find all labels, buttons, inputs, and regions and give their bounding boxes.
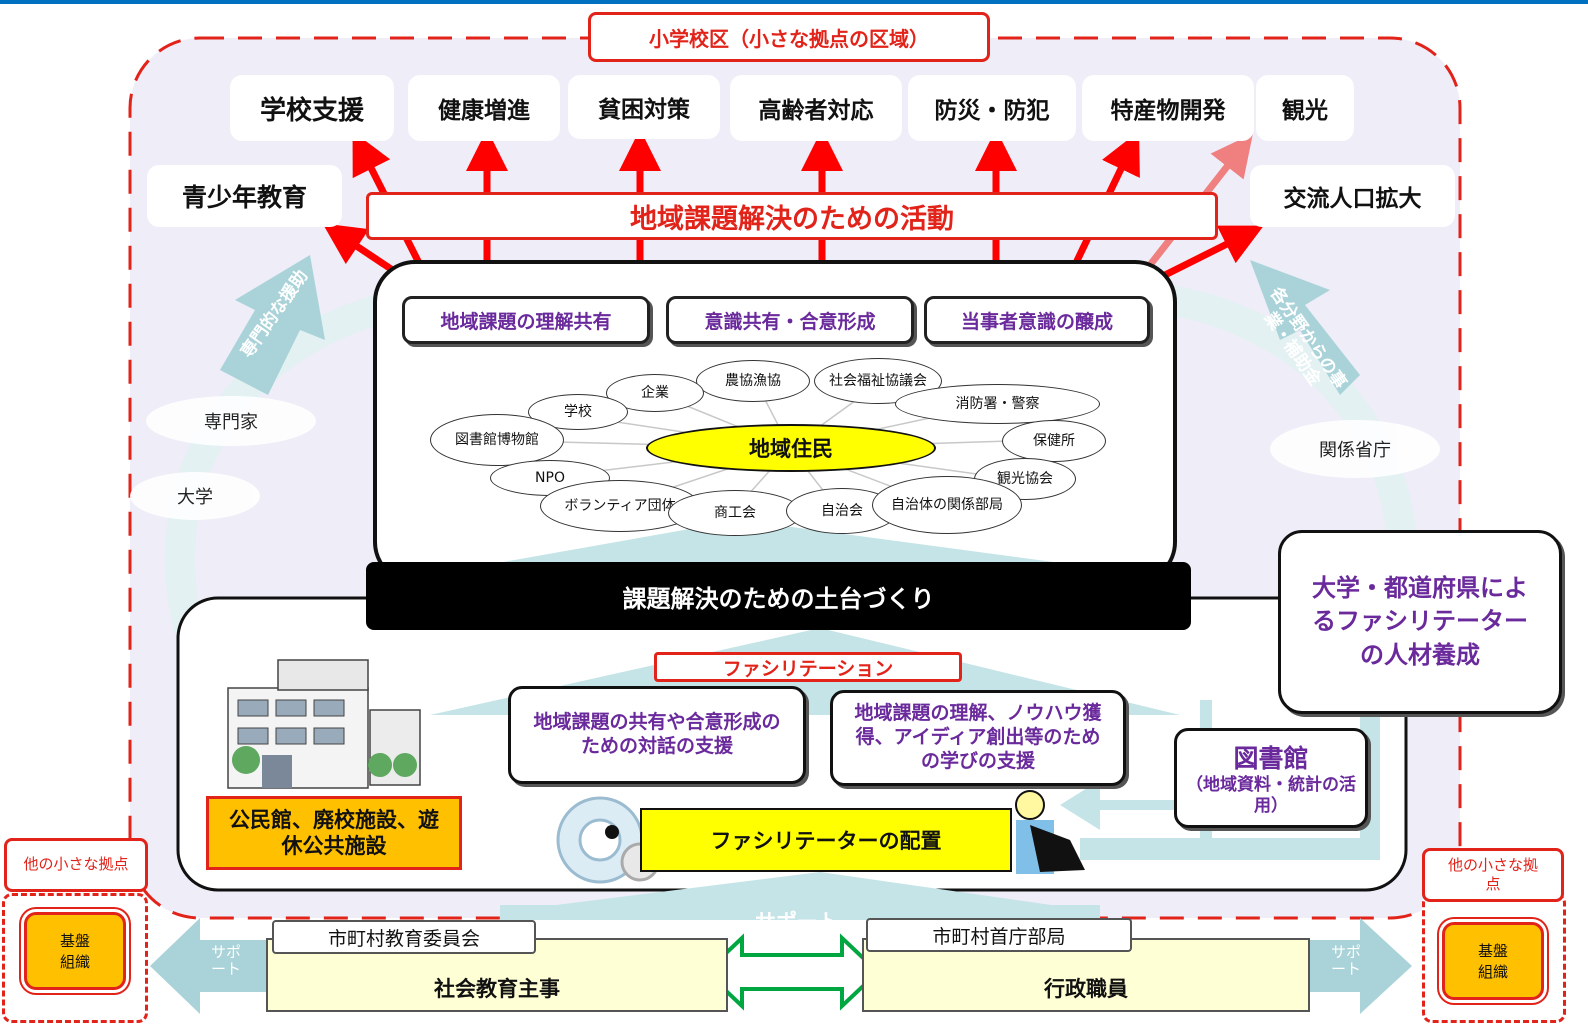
outcome-poverty: 貧困対策 — [568, 75, 720, 139]
cloud-university: 大学 — [130, 472, 260, 520]
stakeholder-chamber: 商工会 — [668, 490, 802, 536]
outcome-youth-education: 青少年教育 — [147, 165, 342, 227]
process-consensus: 意識共有・合意形成 — [666, 296, 914, 344]
library-subtitle: （地域資料・統計の活用） — [1186, 775, 1356, 817]
other-base-right-label: 他の小さな拠点 — [1422, 848, 1564, 902]
facilitator-placement-bar: ファシリテーターの配置 — [640, 808, 1012, 872]
dialogue-support-box: 地域課題の共有や合意形成のための対話の支援 — [508, 686, 806, 784]
stakeholder-volunteer: ボランティア団体 — [540, 480, 700, 532]
stakeholder-tourism-assoc: 観光協会 — [974, 458, 1076, 500]
support-center-label: サポート — [755, 910, 839, 934]
support-right-label: サポート — [1330, 943, 1361, 979]
outcome-disaster: 防災・防犯 — [908, 75, 1076, 141]
library-title: 図書館 — [1233, 744, 1309, 773]
activity-banner: 地域課題解決のための活動 — [366, 192, 1218, 240]
stakeholder-nokyo: 農協漁協 — [696, 360, 810, 402]
outcome-health: 健康増進 — [408, 75, 560, 141]
outcome-school-support: 学校支援 — [230, 75, 394, 141]
cloud-ministry: 関係省庁 — [1270, 420, 1440, 478]
other-base-right-box: 基盤組織 — [1442, 922, 1544, 1000]
learning-support-box: 地域課題の理解、ノウハウ獲得、アイディア創出等のための学びの支援 — [830, 690, 1126, 786]
stakeholder-library-museum: 図書館博物館 — [430, 414, 564, 466]
outcome-exchange-population: 交流人口拡大 — [1250, 165, 1455, 227]
outcome-elderly: 高齢者対応 — [730, 75, 902, 141]
other-base-left-label: 他の小さな拠点 — [4, 838, 148, 892]
process-understanding: 地域課題の理解共有 — [402, 296, 650, 344]
outcome-tourism: 観光 — [1256, 75, 1354, 141]
outcome-local-products: 特産物開発 — [1082, 75, 1254, 141]
stakeholder-fire-police: 消防署・警察 — [895, 384, 1100, 424]
other-base-left-box: 基盤組織 — [24, 912, 126, 990]
building-illustration — [227, 659, 421, 789]
stakeholder-municipal-dept: 自治体の関係部局 — [872, 476, 1022, 534]
support-left-label: サポート — [210, 943, 241, 979]
school-district-title: 小学校区（小さな拠点の区域） — [588, 12, 990, 62]
education-board-label: 市町村教育委員会 — [272, 920, 536, 954]
lightbulb-illustration — [1015, 790, 1085, 874]
process-ownership: 当事者意識の醸成 — [924, 296, 1150, 344]
foundation-bar: 課題解決のための土台づくり — [366, 562, 1191, 630]
facilities-box: 公民館、廃校施設、遊休公共施設 — [206, 796, 462, 870]
mayor-office-label: 市町村首庁部局 — [866, 918, 1132, 952]
facilitator-training-box: 大学・都道府県によるファシリテーターの人材養成 — [1278, 530, 1562, 714]
cloud-expert: 専門家 — [146, 396, 316, 446]
library-box: 図書館 （地域資料・統計の活用） — [1174, 728, 1368, 828]
center-residents: 地域住民 — [646, 424, 936, 472]
stakeholder-health-center: 保健所 — [1002, 420, 1106, 462]
facilitation-label: ファシリテーション — [654, 652, 962, 682]
